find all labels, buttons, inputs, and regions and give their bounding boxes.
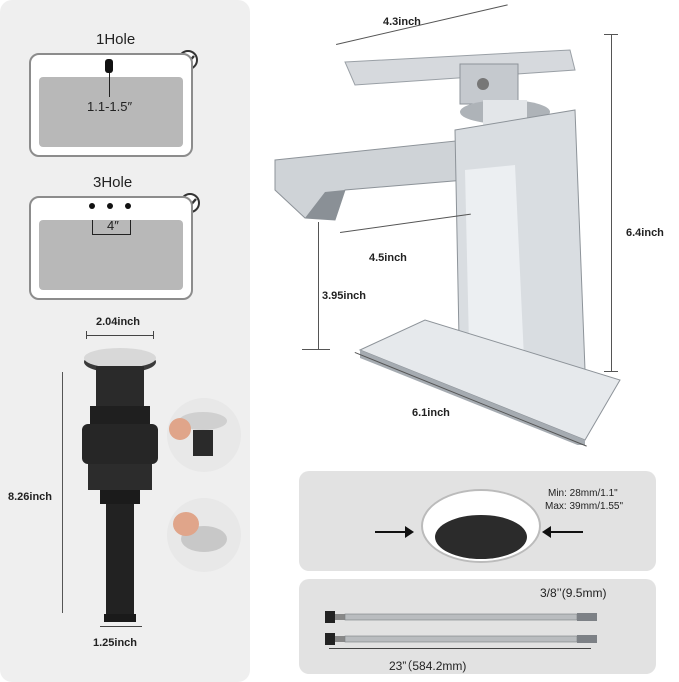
- sink-hole-image: [421, 489, 541, 563]
- drain-bottom-dimension-line: [100, 626, 142, 627]
- three-hole-sink-diagram: 4″: [29, 196, 193, 300]
- drain-detail-open-image: [167, 398, 241, 472]
- dimension-tick: [153, 331, 154, 339]
- left-arrow-line: [375, 531, 409, 533]
- faucet-hole: [125, 203, 131, 209]
- hole-min-size: Min: 28mm/1.1": [548, 488, 618, 499]
- plate-length: 6.1inch: [412, 407, 450, 419]
- dimension-tick: [86, 331, 87, 339]
- hole-dimension-line: [109, 73, 110, 97]
- sink-basin: [39, 77, 183, 147]
- arrow-right-icon: [405, 526, 414, 538]
- arrow-left-icon: [542, 526, 551, 538]
- one-hole-sink-diagram: 1.1-1.5″: [29, 53, 193, 157]
- hose-length-line: [329, 648, 591, 649]
- spout-height: 3.95inch: [322, 290, 367, 302]
- handle-width-line: [336, 4, 508, 45]
- hole-max-size: Max: 39mm/1.55": [545, 501, 624, 512]
- faucet-image: [274, 49, 621, 445]
- hose-panel: 3/8’’(9.5mm) 23”（584.2mm): [299, 579, 656, 674]
- spout-reach: 4.5inch: [369, 252, 407, 264]
- pop-up-drain-image: [82, 348, 158, 622]
- dimension-tick: [604, 34, 618, 35]
- one-hole-size: 1.1-1.5″: [87, 99, 133, 114]
- faucet-hole: [105, 59, 113, 73]
- water-hoses-image: [325, 611, 597, 645]
- drain-height: 8.26inch: [8, 491, 53, 503]
- drain-height-line: [62, 372, 63, 613]
- hole-spacing-line: [92, 220, 131, 235]
- dimension-tick: [302, 349, 330, 350]
- hose-diameter: 3/8’’(9.5mm): [540, 586, 607, 600]
- faucet-hole: [89, 203, 95, 209]
- faucet-height: 6.4inch: [626, 227, 664, 239]
- one-hole-title: 1Hole: [96, 31, 136, 48]
- handle-width: 4.3inch: [383, 16, 421, 28]
- hole-spec-panel: Min: 28mm/1.1" Max: 39mm/1.55": [299, 471, 656, 571]
- drain-bottom-width: 1.25inch: [93, 637, 138, 649]
- sink-basin: [39, 220, 183, 290]
- three-hole-spacing: 4″: [107, 218, 119, 233]
- three-hole-title: 3Hole: [93, 174, 133, 191]
- drain-detail-closed-image: [167, 498, 241, 572]
- right-arrow-line: [549, 531, 583, 533]
- faucet-height-line: [611, 34, 612, 371]
- faucet-hole: [107, 203, 113, 209]
- drain-top-width: 2.04inch: [96, 316, 141, 328]
- drain-top-dimension-line: [86, 335, 154, 336]
- dimension-tick: [604, 371, 618, 372]
- spout-height-line: [318, 222, 319, 349]
- hose-length: 23”（584.2mm): [389, 659, 467, 673]
